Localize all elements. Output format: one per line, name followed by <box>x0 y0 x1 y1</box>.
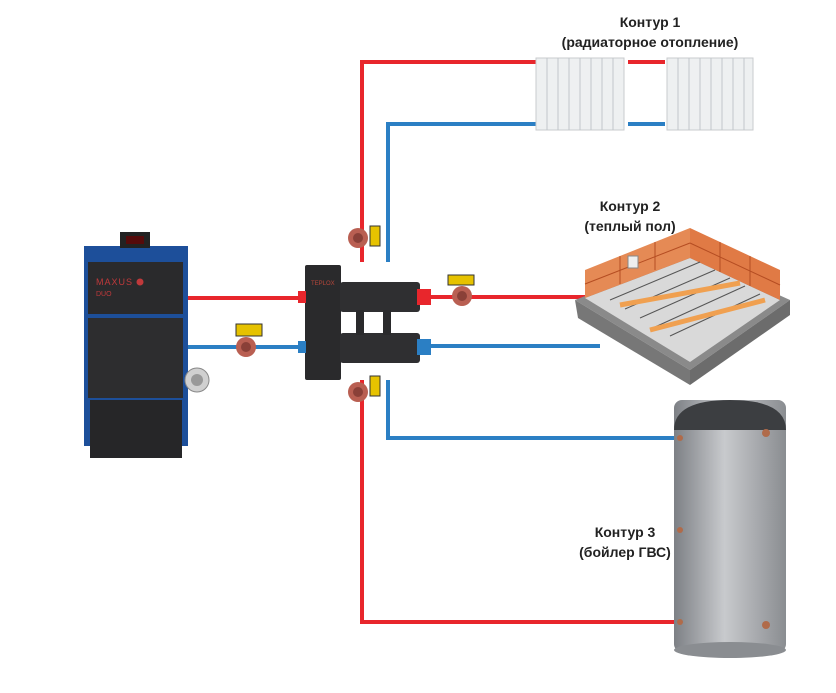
circuit-3-subtitle: (бойлер ГВС) <box>579 544 671 560</box>
circuit-2-title: Контур 2 <box>599 198 661 214</box>
return-pipe-circuit-3 <box>386 380 678 440</box>
manifold-brand: TEPLOX <box>311 281 335 287</box>
boiler-model: DUO <box>96 291 112 298</box>
supply-pipe-circuit-3 <box>360 380 675 624</box>
circuit-1-subtitle: (радиаторное отопление) <box>561 34 739 50</box>
solid-fuel-boiler: MAXUS DUO <box>84 232 210 458</box>
hot-water-tank <box>674 400 786 658</box>
radiator-left <box>535 57 625 131</box>
circulation-pump-circuit-1 <box>348 225 381 248</box>
circuit-3-title: Контур 3 <box>594 524 656 540</box>
underfloor-heating-illustration <box>575 228 790 385</box>
hydraulic-manifold: TEPLOX <box>298 265 431 380</box>
return-pipes <box>188 122 678 440</box>
circuit-2-subtitle: (теплый пол) <box>584 218 676 234</box>
circulation-pump-boiler <box>235 323 263 357</box>
circuit-1-label: Контур 1 (радиаторное отопление) <box>520 12 780 52</box>
boiler-brand: MAXUS <box>96 277 133 287</box>
supply-pipe-circuit-1 <box>360 60 545 262</box>
circuit-1-title: Контур 1 <box>619 14 681 30</box>
circuit-2-label: Контур 2 (теплый пол) <box>560 196 700 236</box>
supply-pipes <box>188 60 675 624</box>
circulation-pump-circuit-2 <box>447 274 475 306</box>
circulation-pump-circuit-3 <box>348 375 381 402</box>
radiator-right <box>666 57 754 131</box>
return-pipe-circuit-1 <box>386 122 545 262</box>
circuit-3-label: Контур 3 (бойлер ГВС) <box>570 522 680 562</box>
